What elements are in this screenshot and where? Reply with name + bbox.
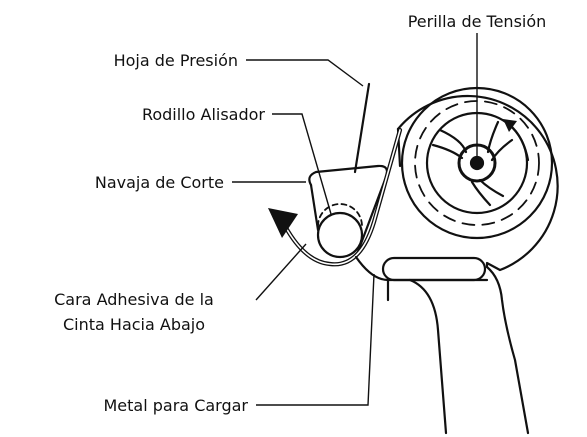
label-adhesive-side-line1: Cara Adhesiva de la	[54, 290, 214, 309]
tape-arrowhead	[268, 208, 298, 238]
dispenser-frame	[396, 94, 559, 272]
label-tension-knob: Perilla de Tensión	[408, 12, 547, 31]
rotation-arrowhead	[503, 119, 517, 132]
tape-strip-inner	[284, 129, 401, 266]
leader-loading-metal	[256, 273, 375, 406]
smoothing-roller	[316, 211, 364, 259]
leader-lines	[232, 33, 478, 406]
pressure-sheet	[353, 82, 371, 174]
dispenser-drawing	[268, 82, 559, 435]
label-pressure-sheet: Hoja de Presión	[114, 51, 238, 70]
label-cutting-blade: Navaja de Corte	[95, 173, 224, 192]
grip-bar	[381, 256, 487, 282]
blade-edge	[309, 183, 320, 232]
tape-strip	[282, 127, 403, 267]
leader-pressure-sheet	[246, 59, 364, 87]
smoothing-roller-dashed	[317, 203, 363, 227]
label-loading-metal: Metal para Cargar	[104, 396, 249, 415]
leader-smoothing-roller	[272, 113, 332, 215]
leader-adhesive-side	[255, 243, 307, 301]
loading-metal	[354, 255, 489, 282]
label-smoothing-roller: Rodillo Alisador	[142, 105, 265, 124]
label-adhesive-side-line2: Cinta Hacia Abajo	[63, 315, 205, 334]
handle	[408, 265, 530, 435]
